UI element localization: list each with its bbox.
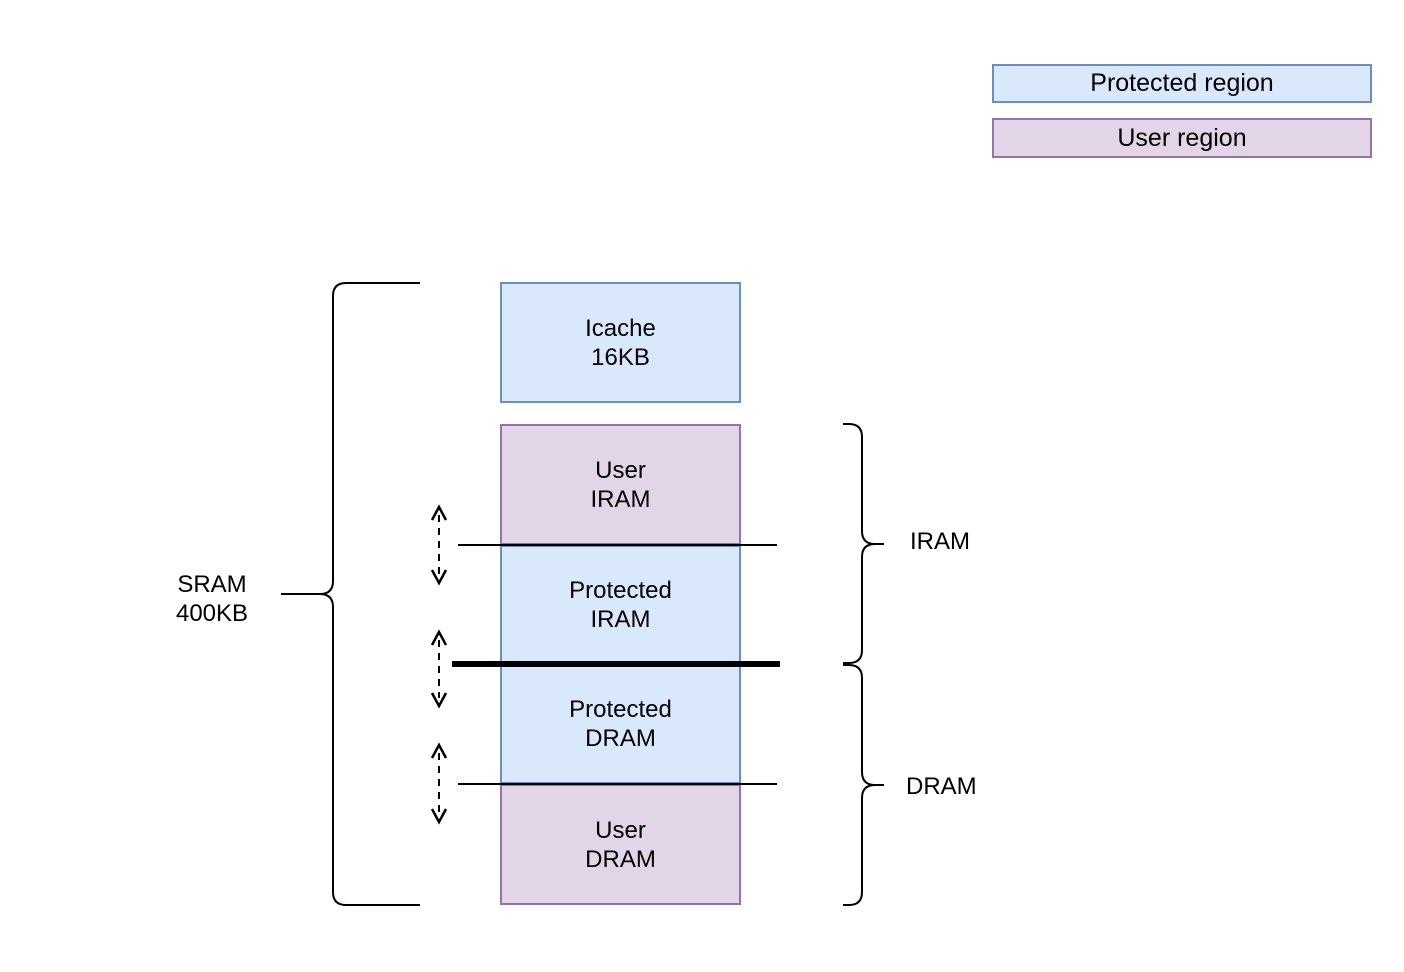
dram-brace — [843, 664, 876, 906]
dram-boundary-resize-arrow — [430, 742, 448, 825]
memory-box-protected-dram: Protected DRAM — [500, 664, 741, 784]
legend-user-region-label: User region — [1117, 123, 1247, 152]
sram-brace — [319, 282, 420, 906]
iram-boundary-resize-arrow — [430, 504, 448, 586]
iram-dram-split-resize-arrow — [430, 629, 448, 709]
memory-box-user-dram: User DRAM — [500, 784, 741, 905]
memory-box-icache: Icache 16KB — [500, 282, 741, 403]
legend-protected-region: Protected region — [992, 64, 1372, 103]
memory-box-user-iram: User IRAM — [500, 424, 741, 545]
sram-size-label: SRAM 400KB — [175, 571, 249, 627]
dram-region-label: DRAM — [906, 773, 977, 800]
memory-box-protected-iram: Protected IRAM — [500, 545, 741, 664]
iram-region-label: IRAM — [910, 528, 970, 555]
iram-brace — [843, 423, 876, 664]
legend-user-region: User region — [992, 118, 1372, 158]
legend-protected-region-label: Protected region — [1090, 69, 1274, 97]
